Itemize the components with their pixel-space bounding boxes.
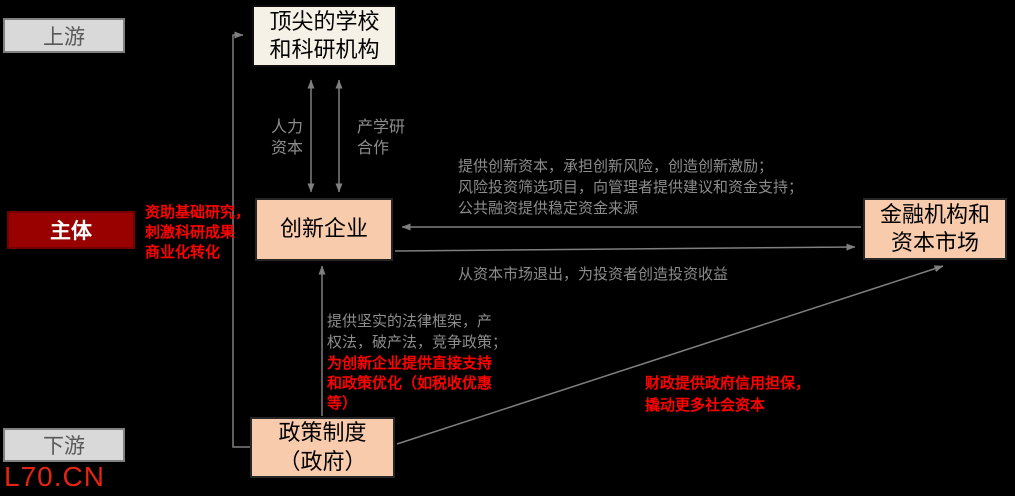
annotation-line: 资助基础研究， — [145, 204, 251, 221]
lane-label-downstream: 下游 — [3, 428, 125, 462]
node-enterprise-line1: 创新企业 — [279, 216, 368, 242]
node-policy-line2: （政府） — [278, 448, 367, 474]
node-policy-line1: 政策制度 — [278, 420, 367, 446]
node-finance-line2: 资本市场 — [890, 230, 979, 255]
node-financial-institutions: 金融机构和 资本市场 — [863, 198, 1007, 260]
annotation-line: 产学研 — [357, 119, 406, 136]
node-school-line2: 和科研机构 — [269, 37, 380, 62]
annotation-line: 商业化转化 — [145, 244, 221, 261]
annotation-line: 权法，破产法，竞争政策； — [327, 334, 508, 351]
subject-text: 主体 — [50, 220, 92, 243]
annotation-line: 撬动更多社会资本 — [645, 397, 766, 414]
annotation-line: 从资本市场退出，为投资者创造投资收益 — [458, 266, 729, 283]
annotation-legal-framework: 提供坚实的法律框架，产 权法，破产法，竞争政策； — [327, 311, 507, 353]
annotation-line: 资本 — [271, 140, 304, 157]
annotation-funding-research: 资助基础研究， 刺激科研成果 商业化转化 — [145, 203, 250, 263]
node-finance-line1: 金融机构和 — [879, 201, 990, 227]
annotation-line: 人力 — [271, 119, 304, 136]
annotation-market-exit: 从资本市场退出，为投资者创造投资收益 — [458, 264, 728, 285]
annotation-line: 合作 — [357, 140, 390, 157]
node-policy-government: 政策制度 （政府） — [250, 417, 395, 478]
annotation-line: 提供坚实的法律框架，产 — [327, 313, 493, 330]
annotation-line: 为创新企业提供直接支持 — [327, 355, 493, 372]
downstream-text: 下游 — [43, 435, 85, 458]
annotation-direct-support: 为创新企业提供直接支持 和政策优化（如税收优惠 等） — [327, 354, 492, 414]
node-top-schools-research: 顶尖的学校 和科研机构 — [252, 5, 397, 67]
annotation-human-capital: 人力 资本 — [271, 117, 303, 159]
annotation-capital-supply: 提供创新资本，承担创新风险，创造创新激励； 风险投资筛选项目，向管理者提供建议和… — [458, 156, 803, 219]
node-school-line1: 顶尖的学校 — [269, 8, 380, 34]
annotation-line: 风险投资筛选项目，向管理者提供建议和资金支持； — [458, 179, 804, 196]
annotation-line: 刺激科研成果 — [145, 224, 236, 241]
annotation-line: 等） — [327, 395, 358, 412]
annotation-credit-guarantee: 财政提供政府信用担保， 撬动更多社会资本 — [645, 373, 810, 417]
arrow-enterprise-to-finance — [394, 243, 856, 252]
lane-label-upstream: 上游 — [3, 18, 125, 53]
annotation-line: 提供创新资本，承担创新风险，创造创新激励； — [458, 158, 774, 175]
upstream-text: 上游 — [43, 25, 85, 49]
node-innovative-enterprise: 创新企业 — [255, 198, 393, 261]
annotation-line: 公共融资提供稳定资金来源 — [458, 200, 639, 217]
annotation-line: 财政提供政府信用担保， — [645, 375, 811, 392]
annotation-industry-academia-cooperation: 产学研 合作 — [357, 117, 405, 159]
annotation-line: 和政策优化（如税收优惠 — [327, 375, 493, 392]
watermark-text: L70.CN — [4, 461, 105, 492]
lane-label-subject: 主体 — [7, 211, 135, 249]
